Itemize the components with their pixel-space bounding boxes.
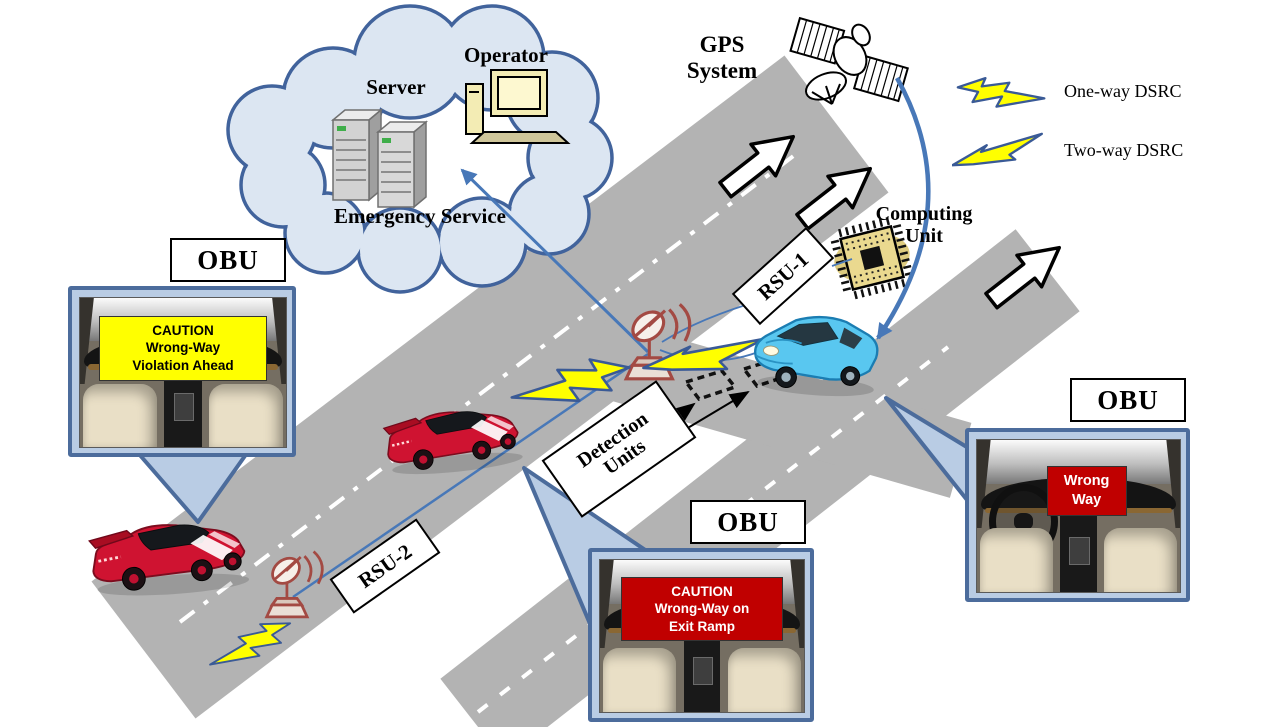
server-towers-icon — [330, 108, 429, 209]
gps-line1: GPS — [699, 32, 745, 57]
obu-right-warning-message: Wrong Way — [1046, 465, 1127, 516]
obu-left-label: OBU — [197, 244, 259, 275]
obu-left-label-box: OBU — [170, 238, 286, 282]
obu-left-callout: CAUTION Wrong-Way Violation Ahead — [68, 286, 296, 457]
warning-line: Wrong-Way — [145, 340, 221, 356]
gear-shifter — [692, 657, 714, 686]
computing-chip-icon — [830, 216, 914, 300]
server-label: Server — [366, 75, 426, 99]
legend-two-way: Two-way DSRC — [952, 131, 1183, 169]
seat-right — [208, 384, 283, 447]
car-interior-photo: CAUTION Wrong-Way Violation Ahead — [79, 297, 287, 448]
gps-line2: System — [686, 57, 758, 83]
gear-shifter — [1069, 537, 1090, 566]
gps-system-label: GPS System — [668, 32, 776, 84]
obu-right-label-box: OBU — [1070, 378, 1186, 422]
one-way-dsrc-icon — [956, 76, 1046, 108]
computing-unit-label: Computing Unit — [858, 203, 990, 248]
warning-line: Exit Ramp — [668, 618, 736, 634]
dsrc-bolt-icon — [209, 337, 766, 666]
seat-right — [1103, 528, 1177, 592]
obu-right-label: OBU — [1097, 384, 1159, 415]
emergency-service-label: Emergency Service — [333, 204, 506, 228]
gps-satellite-icon — [789, 16, 909, 105]
seat-left — [83, 384, 158, 447]
warning-line: CAUTION — [152, 322, 214, 338]
warning-line: CAUTION — [671, 583, 733, 599]
operator-label: Operator — [464, 43, 548, 67]
operator-workstation-icon — [465, 69, 571, 144]
one-way-dsrc-label: One-way DSRC — [1064, 80, 1182, 101]
road-arrow-icon — [718, 134, 1061, 310]
obu-right-callout: Wrong Way — [965, 428, 1190, 602]
car-interior-photo: Wrong Way — [976, 439, 1181, 593]
warning-line: Violation Ahead — [132, 357, 234, 373]
obu-left-warning-message: CAUTION Wrong-Way Violation Ahead — [99, 315, 267, 381]
obu-center-callout: CAUTION Wrong-Way on Exit Ramp — [588, 548, 814, 722]
gear-shifter — [173, 393, 195, 421]
legend-one-way: One-way DSRC — [956, 74, 1182, 108]
computing-line2: Unit — [905, 225, 943, 248]
car-interior-photo: CAUTION Wrong-Way on Exit Ramp — [599, 559, 805, 713]
obu-center-label: OBU — [717, 506, 779, 537]
seat-left — [980, 528, 1054, 592]
obu-center-label-box: OBU — [690, 500, 806, 544]
two-way-dsrc-label: Two-way DSRC — [1064, 139, 1184, 160]
seat-right — [727, 648, 801, 712]
seat-left — [603, 648, 677, 712]
two-way-dsrc-icon — [952, 132, 1043, 167]
warning-line: Wrong — [1063, 472, 1110, 489]
obu-center-warning-message: CAUTION Wrong-Way on Exit Ramp — [621, 576, 783, 642]
computing-line1: Computing — [875, 203, 973, 225]
obu-car-icon — [751, 311, 881, 401]
warning-line: Wrong-Way on — [654, 601, 750, 617]
warning-line: Way — [1071, 491, 1102, 508]
